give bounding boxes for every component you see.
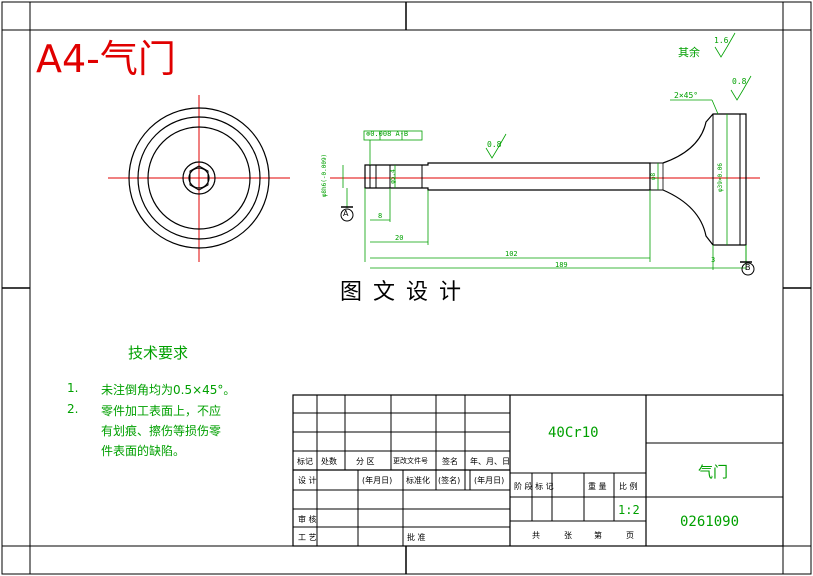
end-view — [108, 95, 290, 262]
chamfer-label: 2×45° — [674, 91, 699, 100]
dim-3: 3 — [711, 256, 716, 264]
design-label: 设 计 — [298, 476, 317, 485]
rev-header-0: 标记 — [297, 457, 313, 466]
weight-header: 重 量 — [588, 482, 607, 491]
dim-d1: φ8h6(-0.009) — [321, 153, 329, 198]
tech-req-2-line3: 件表面的缺陷。 — [101, 444, 186, 458]
drawing-title: A4-气门 — [36, 37, 176, 81]
part-name: 气门 — [698, 463, 729, 481]
rev-header-2: 分 区 — [356, 457, 375, 466]
tolerance-frame: ⊚0.008 A-B — [366, 130, 409, 138]
standard-label: 标准化 — [406, 476, 430, 485]
process-label: 工 艺 — [298, 533, 317, 542]
roughness-stem-value: 0.8 — [487, 140, 502, 149]
datum-markers — [340, 206, 755, 276]
sheet-total-suffix: 张 — [564, 531, 572, 540]
drawing-number: 0261090 — [680, 514, 740, 530]
approve-label: 批 准 — [407, 533, 426, 542]
design-date: (年月日) — [362, 476, 393, 485]
dim-d3: φ8 — [650, 172, 658, 181]
title-block — [292, 394, 784, 547]
rev-header-3: 更改文件号 — [393, 457, 428, 465]
dimension-lines — [342, 32, 752, 270]
sheet-no-prefix: 第 — [594, 531, 602, 540]
sheet-total-prefix: 共 — [532, 531, 540, 540]
dim-102: 102 — [505, 250, 518, 258]
review-label: 审 核 — [298, 515, 317, 524]
dim-d4: φ39×0.06 — [716, 163, 724, 192]
scale-header: 比 例 — [619, 482, 638, 491]
tech-req-2-num: 2. — [67, 402, 79, 416]
rev-header-5: 年、月、日 — [470, 457, 510, 466]
roughness-face-value: 0.8 — [732, 77, 747, 86]
dim-20: 20 — [395, 234, 404, 242]
tech-req-2-line2: 有划痕、擦伤等损伤零 — [101, 424, 222, 438]
tech-req-heading: 技术要求 — [128, 344, 189, 362]
scale-value: 1:2 — [618, 503, 640, 517]
tech-req-1-num: 1. — [67, 381, 79, 395]
datum-a-label: A — [343, 209, 349, 218]
dim-8: 8 — [378, 212, 383, 220]
stage-header: 阶 段 标 记 — [514, 482, 554, 491]
roughness-note-value: 1.6 — [714, 36, 729, 45]
datum-b-label: B — [745, 263, 751, 272]
standard-date: (年月日) — [474, 476, 505, 485]
standard-sign: (签名) — [438, 476, 461, 485]
rev-header-4: 签名 — [442, 457, 458, 466]
material: 40Cr10 — [548, 425, 599, 441]
sheet-no-suffix: 页 — [626, 531, 634, 540]
tech-req-2-line1: 零件加工表面上，不应 — [101, 404, 222, 418]
watermark: 图 文 设 计 — [340, 280, 463, 305]
roughness-note-label: 其余 — [678, 46, 700, 59]
dim-d2: φ5.4 — [389, 169, 397, 184]
rev-header-1: 处数 — [321, 457, 337, 466]
tech-req-1-line: 未注倒角均为0.5×45°。 — [101, 383, 236, 397]
dim-189: 189 — [555, 261, 568, 269]
